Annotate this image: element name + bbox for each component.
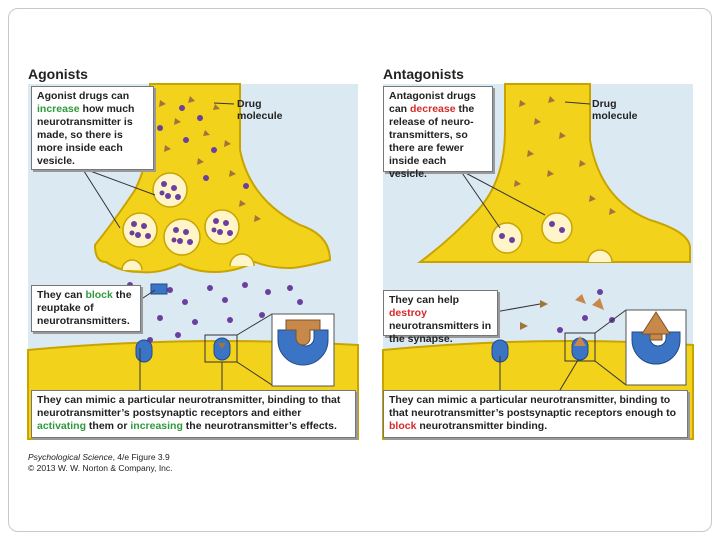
- text-segment: the neurotransmitter’s effects.: [182, 420, 337, 432]
- vesicle: [163, 218, 201, 256]
- text-segment: They can help: [389, 294, 460, 306]
- agonist-box-block: They can block the reuptake of neurotran…: [31, 285, 141, 332]
- release-pocket: [587, 249, 613, 263]
- text-segment: neurotransmitters in the synapse.: [389, 320, 492, 345]
- zoom-frame-left: [204, 334, 238, 363]
- drug-molecules-left: [149, 96, 261, 222]
- drug-closeup-right: [641, 311, 671, 341]
- drug-molecule-label-left: Drug molecule: [237, 98, 283, 122]
- drug-molecules-right: [514, 96, 616, 215]
- zoom-frame-right: [564, 332, 596, 362]
- agonists-heading: Agonists: [28, 66, 88, 82]
- text-segment: They can mimic a particular neurotransmi…: [389, 394, 677, 419]
- reuptake-transporter-left: [150, 283, 168, 295]
- highlight-increase: increase: [37, 103, 80, 115]
- agonist-box-increase: Agonist drugs can increase how much neur…: [31, 86, 154, 170]
- highlight-destroy: destroy: [389, 307, 427, 319]
- drug-closeup-left: [285, 319, 321, 346]
- release-pocket: [229, 253, 255, 267]
- credit-line-1: Psychological Science, 4/e Figure 3.9: [28, 452, 173, 463]
- receptor-closeup-right: [631, 331, 681, 365]
- drug-molecule-label-right: Drug molecule: [592, 98, 638, 122]
- neurotransmitters-in-vesicles-right: [499, 221, 565, 243]
- figure-credit: Psychological Science, 4/e Figure 3.9 © …: [28, 452, 173, 474]
- antagonist-box-decrease: Antagonist drugs can decrease the releas…: [383, 86, 493, 180]
- release-pocket: [121, 259, 143, 271]
- vesicle: [152, 172, 188, 208]
- vesicle: [122, 212, 158, 248]
- vesicles-right: [491, 212, 573, 254]
- highlight-activating: activating: [37, 420, 87, 432]
- text-segment: them or: [86, 420, 131, 432]
- text-segment: neurotransmitter binding.: [416, 420, 548, 432]
- antagonists-heading: Antagonists: [383, 66, 464, 82]
- highlight-block: block: [85, 289, 113, 301]
- neurotransmitters-in-vesicles-left: [129, 181, 233, 245]
- presynaptic-terminal-right: [416, 83, 691, 263]
- text-segment: how much neurotransmitter is made, so th…: [37, 103, 135, 167]
- figure-number: , 4/e Figure 3.9: [112, 452, 170, 462]
- text-segment: the reuptake of neurotransmitters.: [37, 289, 132, 327]
- synaptic-items-right: [520, 289, 615, 333]
- agonist-box-mimic: They can mimic a particular neurotransmi…: [31, 390, 356, 438]
- credit-line-2: © 2013 W. W. Norton & Company, Inc.: [28, 463, 173, 473]
- synaptic-neurotransmitters-left: [127, 282, 303, 343]
- text-segment: Agonist drugs can: [37, 90, 130, 102]
- antagonist-box-mimic: They can mimic a particular neurotransmi…: [383, 390, 688, 438]
- vesicle: [491, 222, 523, 254]
- highlight-decrease: decrease: [410, 103, 456, 115]
- text-segment: They can mimic a particular neurotransmi…: [37, 394, 341, 419]
- highlight-block-binding: block: [389, 420, 417, 432]
- vesicle: [541, 212, 573, 244]
- text-segment: the release of neuro-transmitters, so th…: [389, 103, 475, 180]
- book-title: Psychological Science: [28, 452, 113, 462]
- antagonist-box-destroy: They can help destroy neurotransmitters …: [383, 290, 498, 345]
- text-segment: Antagonist drugs can: [389, 90, 476, 115]
- text-segment: They can: [37, 289, 86, 301]
- highlight-increasing: increasing: [130, 420, 183, 432]
- vesicle: [204, 209, 240, 245]
